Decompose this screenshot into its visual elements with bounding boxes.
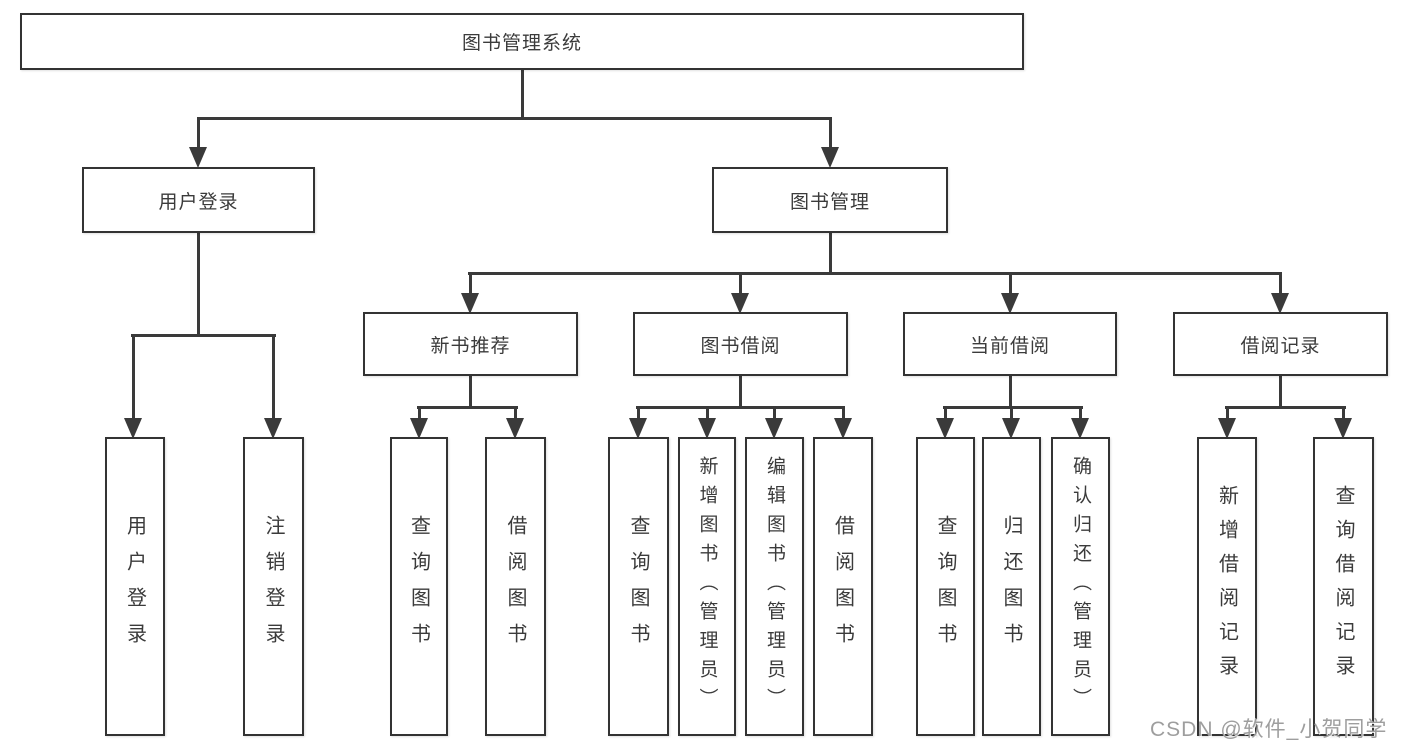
node-leaf-add-borrow-record: 新增借阅记录 (1197, 437, 1257, 736)
node-label: 新增图书（管理员） (696, 456, 718, 717)
node-leaf-edit-books-admin: 编辑图书（管理员） (745, 437, 804, 736)
arrow-down-icon (765, 418, 783, 439)
node-label: 借阅记录 (1240, 335, 1321, 357)
connector-vline (520, 69, 524, 119)
connector-arrow-stem (943, 408, 947, 420)
connector-arrow-stem (636, 408, 640, 420)
node-leaf-add-books-admin: 新增图书（管理员） (678, 437, 736, 736)
arrow-down-icon (1002, 418, 1020, 439)
node-label: 查询图书 (627, 514, 649, 659)
arrow-down-icon (124, 418, 142, 439)
node-leaf-query-books-3: 查询图书 (916, 437, 975, 736)
node-label: 图书管理 (789, 191, 870, 213)
connector-arrow-stem (705, 408, 709, 420)
connector-arrow-stem (738, 274, 742, 295)
connector-arrow-stem (1341, 408, 1345, 420)
node-label: 查询图书 (934, 514, 956, 659)
node-leaf-query-borrow-record: 查询借阅记录 (1313, 437, 1374, 736)
connector-arrow-stem (417, 408, 421, 420)
connector-arrow-stem (1278, 274, 1282, 295)
node-label: 用户登录 (158, 191, 239, 213)
node-label: 借阅图书 (831, 514, 854, 659)
node-label: 注销登录 (262, 514, 284, 659)
arrow-down-icon (1218, 418, 1236, 439)
node-current-borrowing: 当前借阅 (903, 312, 1117, 376)
arrow-down-icon (698, 418, 716, 439)
connector-arrow-stem (1008, 274, 1012, 295)
connector-hline (943, 406, 1083, 409)
connector-hline (1225, 406, 1346, 409)
arrow-down-icon (1001, 293, 1019, 314)
connector-hline (197, 117, 832, 120)
arrow-down-icon (506, 418, 524, 439)
arrow-down-icon (264, 418, 282, 439)
arrow-down-icon (834, 418, 852, 439)
connector-hline (636, 406, 845, 409)
node-label: 图书借阅 (700, 335, 781, 357)
node-label: 图书管理系统 (461, 33, 582, 54)
node-label: 确认归还（管理员） (1070, 456, 1091, 717)
node-label: 借阅图书 (504, 514, 526, 659)
connector-arrow-stem (131, 336, 135, 420)
arrow-down-icon (1071, 418, 1089, 439)
connector-arrow-stem (1225, 408, 1229, 420)
node-leaf-query-books-2: 查询图书 (608, 437, 669, 736)
node-book-borrowing: 图书借阅 (633, 312, 848, 376)
node-leaf-query-books-1: 查询图书 (390, 437, 448, 736)
connector-arrow-stem (841, 408, 845, 420)
connector-vline (1008, 374, 1012, 408)
node-label: 编辑图书（管理员） (764, 456, 785, 717)
node-leaf-borrow-books-1: 借阅图书 (485, 437, 546, 736)
node-leaf-confirm-return-admin: 确认归还（管理员） (1051, 437, 1110, 736)
connector-arrow-stem (828, 119, 832, 149)
connector-vline (1278, 374, 1282, 408)
node-label: 新书推荐 (430, 335, 511, 357)
connector-vline (468, 374, 472, 408)
connector-arrow-stem (468, 274, 472, 295)
arrow-down-icon (410, 418, 428, 439)
connector-vline (738, 374, 742, 408)
connector-arrow-stem (1078, 408, 1082, 420)
arrow-down-icon (189, 147, 207, 168)
arrow-down-icon (1271, 293, 1289, 314)
connector-vline (196, 232, 200, 336)
connector-hline (131, 334, 276, 337)
node-label: 查询图书 (407, 514, 430, 659)
node-new-book-recommend: 新书推荐 (363, 312, 578, 376)
node-book-management: 图书管理 (712, 167, 948, 233)
arrow-down-icon (936, 418, 954, 439)
node-label: 用户登录 (123, 514, 146, 659)
arrow-down-icon (731, 293, 749, 314)
connector-vline (828, 232, 832, 275)
node-label: 归还图书 (1000, 514, 1022, 659)
arrow-down-icon (629, 418, 647, 439)
arrow-down-icon (1334, 418, 1352, 439)
node-leaf-borrow-books-2: 借阅图书 (813, 437, 873, 736)
arrow-down-icon (821, 147, 839, 168)
connector-arrow-stem (1009, 408, 1013, 420)
connector-hline (468, 272, 1282, 275)
connector-arrow-stem (772, 408, 776, 420)
node-borrowing-records: 借阅记录 (1173, 312, 1388, 376)
connector-hline (417, 406, 518, 409)
node-leaf-user-login: 用户登录 (105, 437, 165, 736)
node-label: 当前借阅 (969, 335, 1050, 357)
node-leaf-return-books: 归还图书 (982, 437, 1041, 736)
connector-arrow-stem (513, 408, 517, 420)
node-label: 新增借阅记录 (1215, 484, 1238, 689)
watermark-text: CSDN @软件_小贺同学 (1150, 718, 1388, 741)
arrow-down-icon (461, 293, 479, 314)
node-leaf-logout: 注销登录 (243, 437, 304, 736)
node-label: 查询借阅记录 (1332, 484, 1354, 689)
connector-arrow-stem (271, 336, 275, 420)
connector-arrow-stem (196, 119, 200, 149)
node-user-login: 用户登录 (82, 167, 315, 233)
node-root: 图书管理系统 (20, 13, 1024, 70)
